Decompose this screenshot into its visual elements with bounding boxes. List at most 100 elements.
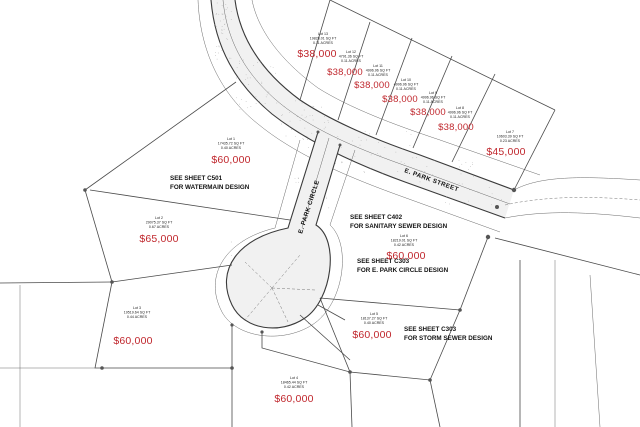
stipple-dot xyxy=(222,13,223,15)
stipple-dot xyxy=(377,153,378,155)
stipple-dot xyxy=(225,9,227,10)
stipple-dot xyxy=(419,181,421,183)
lot-8[interactable]: Lot 8 4996.96 SQ FT 0.11 ACRES $38,000 xyxy=(438,106,474,133)
lot-3[interactable]: Lot 3 19519.64 SQ FT 0.44 ACRES $60,000 xyxy=(113,306,152,347)
stipple-dot xyxy=(354,155,356,157)
lot-4[interactable]: Lot 4 18465.44 SQ FT 0.42 ACRES $60,000 xyxy=(274,376,313,405)
stipple-dot xyxy=(306,135,308,137)
stipple-dot xyxy=(247,77,249,79)
stipple-dot xyxy=(218,46,220,48)
price-label: $65,000 xyxy=(139,233,178,245)
stipple-dot xyxy=(460,173,462,175)
lot-2[interactable]: Lot 2 29075.37 SQ FT 0.67 ACRES $65,000 xyxy=(139,216,178,245)
stipple-dot xyxy=(297,177,299,179)
svg-text:0.67 ACRES: 0.67 ACRES xyxy=(149,225,170,229)
stipple-dot xyxy=(229,57,230,59)
stipple-dot xyxy=(465,162,467,163)
stipple-dot xyxy=(468,169,469,171)
svg-text:0.42 ACRES: 0.42 ACRES xyxy=(284,385,305,389)
stipple-dot xyxy=(225,4,227,5)
stipple-dot xyxy=(472,164,474,165)
stipple-dot xyxy=(261,81,263,83)
stipple-dot xyxy=(377,142,379,143)
stipple-dot xyxy=(230,57,232,59)
stipple-dot xyxy=(239,63,240,64)
stipple-dot xyxy=(364,172,365,173)
lot-13[interactable]: Lot 13 19828.01 SQ FT 0.11 ACRES $38,000 xyxy=(297,32,337,60)
stipple-dot xyxy=(298,181,300,183)
price-label: $60,000 xyxy=(274,393,313,405)
stipple-dot xyxy=(216,13,217,14)
stipple-dot xyxy=(301,102,303,104)
stipple-dot xyxy=(491,204,492,206)
svg-text:10603.39 SQ FT: 10603.39 SQ FT xyxy=(497,135,524,139)
stipple-dot xyxy=(255,103,257,104)
stipple-dot xyxy=(340,147,342,148)
lot-10[interactable]: Lot 10 4996.96 SQ FT 0.11 ACRES $38,000 xyxy=(382,78,419,105)
stipple-dot xyxy=(239,60,240,62)
lot-5[interactable]: Lot 5 18137.27 SQ FT 0.40 ACRES $60,000 xyxy=(352,312,391,341)
stipple-dot xyxy=(488,187,490,188)
stipple-dot xyxy=(222,33,224,34)
stipple-dot xyxy=(420,170,422,172)
svg-text:4996.96 SQ FT: 4996.96 SQ FT xyxy=(421,96,446,100)
price-label: $38,000 xyxy=(438,122,474,133)
lot-11[interactable]: Lot 11 4996.96 SQ FT 0.11 ACRES $38,000 xyxy=(354,64,391,91)
callout-park-circle: SEE SHEET C303 FOR E. PARK CIRCLE DESIGN xyxy=(357,258,449,274)
stipple-dot xyxy=(236,97,237,99)
stipple-dot xyxy=(461,183,463,185)
stipple-dot xyxy=(221,49,223,51)
stipple-dot xyxy=(446,196,447,198)
stipple-dot xyxy=(214,24,216,26)
price-label: $60,000 xyxy=(352,329,391,341)
stipple-dot xyxy=(267,91,268,93)
stipple-dot xyxy=(379,155,381,156)
price-label: $38,000 xyxy=(410,107,446,118)
callout-storm: SEE SHEET C303 FOR STORM SEWER DESIGN xyxy=(404,326,493,342)
lot-7[interactable]: Lot 7 10603.39 SQ FT 0.23 ACRES $45,000 xyxy=(486,130,525,158)
stipple-dot xyxy=(304,127,306,129)
stipple-dot xyxy=(327,120,329,121)
stipple-dot xyxy=(217,52,219,54)
stipple-dot xyxy=(302,138,304,140)
lot-9[interactable]: Lot 9 4996.96 SQ FT 0.11 ACRES $38,000 xyxy=(410,91,446,118)
stipple-dot xyxy=(458,159,460,161)
stipple-dot xyxy=(370,154,372,156)
stipple-dot xyxy=(313,106,315,108)
stipple-dot xyxy=(461,163,463,165)
svg-text:Lot 6: Lot 6 xyxy=(400,234,408,238)
stipple-dot xyxy=(395,151,397,153)
stipple-dot xyxy=(235,77,237,79)
lot-1[interactable]: Lot 1 17435.72 SQ FT 0.40 ACRES $60,000 xyxy=(211,137,250,166)
price-label: $45,000 xyxy=(486,146,525,158)
svg-text:Lot 13: Lot 13 xyxy=(318,32,328,36)
lot-12[interactable]: Lot 12 4791.36 SQ FT 0.11 ACRES $38,000 xyxy=(327,50,364,78)
stipple-dot xyxy=(245,79,246,81)
stipple-dot xyxy=(298,178,299,179)
stipple-dot xyxy=(351,140,353,142)
svg-text:FOR SANITARY SEWER DESIGN: FOR SANITARY SEWER DESIGN xyxy=(350,223,448,230)
price-label: $60,000 xyxy=(386,250,425,262)
stipple-dot xyxy=(328,121,329,123)
svg-text:18219.01 SQ FT: 18219.01 SQ FT xyxy=(391,239,418,243)
stipple-dot xyxy=(410,134,412,136)
svg-text:Lot 7: Lot 7 xyxy=(506,130,514,134)
stipple-dot xyxy=(265,96,267,98)
svg-text:0.11 ACRES: 0.11 ACRES xyxy=(341,59,362,63)
stipple-dot xyxy=(324,126,326,128)
stipple-dot xyxy=(216,46,218,47)
stipple-dot xyxy=(341,162,343,163)
svg-text:17435.72 SQ FT: 17435.72 SQ FT xyxy=(218,142,245,146)
svg-text:Lot 3: Lot 3 xyxy=(133,306,141,310)
lot-6[interactable]: Lot 6 18219.01 SQ FT 0.42 ACRES $60,000 xyxy=(386,234,425,262)
svg-text:0.11 ACRES: 0.11 ACRES xyxy=(396,87,417,91)
stipple-dot xyxy=(238,77,240,79)
stipple-dot xyxy=(303,109,305,111)
svg-text:0.40 ACRES: 0.40 ACRES xyxy=(364,321,385,325)
svg-text:Lot 9: Lot 9 xyxy=(429,91,437,95)
stipple-dot xyxy=(354,145,356,147)
stipple-dot xyxy=(275,72,276,74)
stipple-dot xyxy=(218,45,220,47)
stipple-dot xyxy=(257,62,259,63)
